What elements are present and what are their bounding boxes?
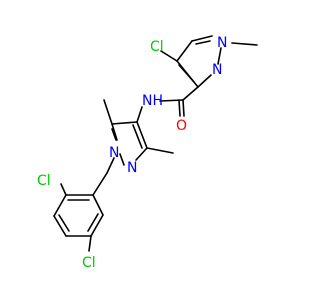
bond — [92, 172, 108, 196]
bond — [132, 124, 143, 149]
bond — [87, 213, 99, 232]
bond — [60, 183, 67, 196]
atom-label-n: N — [217, 35, 227, 51]
bond — [146, 147, 174, 154]
bond — [103, 99, 113, 125]
bond — [159, 99, 184, 102]
bond — [178, 99, 181, 117]
molecule-structure: Cl N N O NH N N Cl Cl — [37, 35, 258, 271]
atom-label-n: N — [109, 145, 119, 161]
bond — [182, 99, 185, 117]
atom-label-n: N — [212, 62, 222, 78]
structure-canvas: Cl N N O NH N N Cl Cl — [37, 35, 258, 271]
bond — [178, 64, 195, 83]
bond — [119, 153, 125, 166]
bond — [136, 121, 148, 149]
bond-lines — [53, 35, 258, 252]
bond — [182, 86, 199, 101]
atom-label-o: O — [176, 118, 187, 134]
atom-label-cl: Cl — [37, 173, 51, 189]
bond — [90, 214, 104, 237]
bond — [231, 42, 258, 46]
bond — [58, 214, 70, 232]
bond — [92, 194, 104, 216]
atom-label-cl: Cl — [150, 39, 164, 55]
bond — [88, 235, 92, 252]
bond — [111, 121, 138, 125]
atom-label-n: N — [127, 160, 137, 176]
bond — [195, 40, 211, 45]
bond — [136, 106, 143, 123]
bond — [111, 128, 117, 141]
atom-label-cl: Cl — [82, 255, 96, 271]
bond — [111, 123, 118, 141]
bond — [135, 147, 148, 161]
bond — [53, 215, 67, 237]
bond — [176, 40, 193, 62]
bond — [191, 35, 213, 42]
atom-label-nh: NH — [142, 93, 163, 109]
bond — [53, 194, 67, 217]
bond — [197, 74, 212, 88]
bond — [160, 50, 178, 62]
bond — [217, 47, 222, 65]
bond — [106, 157, 115, 174]
